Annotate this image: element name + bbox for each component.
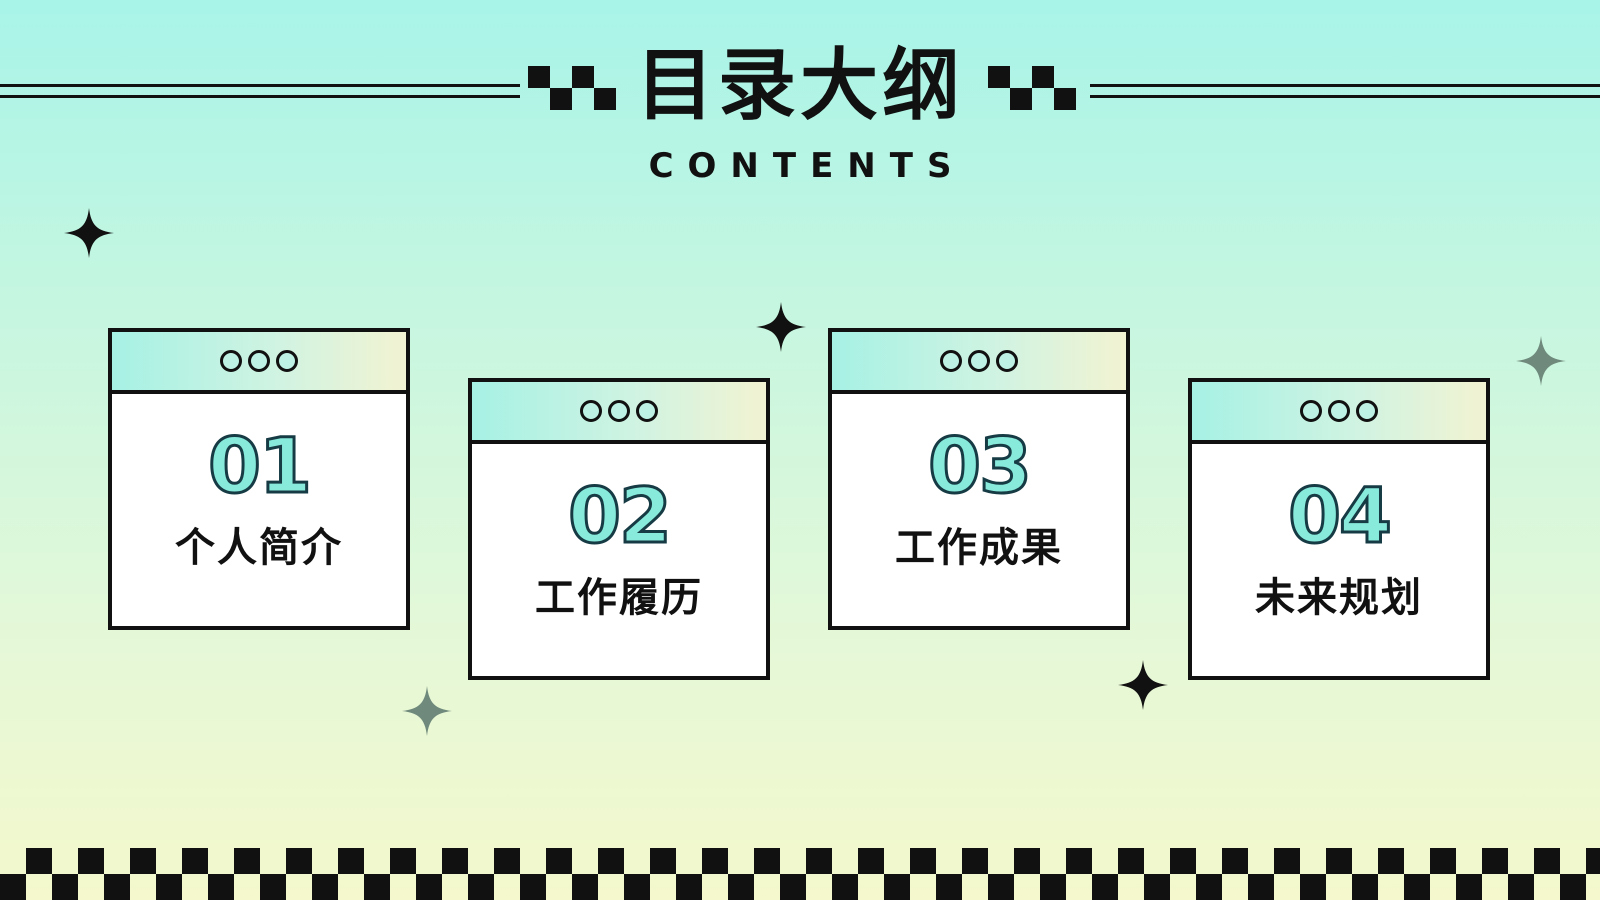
- card-label: 工作成果: [895, 525, 1063, 571]
- sparkle-icon: [1516, 336, 1566, 386]
- sparkle-icon: [64, 208, 114, 258]
- window-dot-icon: [636, 400, 658, 422]
- card-number: 04: [1287, 471, 1394, 560]
- page-title: 目录大纲: [635, 41, 964, 131]
- card-number: 02: [567, 471, 674, 560]
- contents-card-1[interactable]: 01 个人简介: [108, 328, 410, 630]
- window-dot-icon: [276, 350, 298, 372]
- window-dot-icon: [580, 400, 602, 422]
- window-dot-icon: [996, 350, 1018, 372]
- card-number: 03: [927, 421, 1034, 510]
- card-titlebar: [112, 332, 406, 394]
- contents-card-4[interactable]: 04 未来规划: [1188, 378, 1490, 680]
- sparkle-icon: [402, 686, 452, 736]
- window-dot-icon: [220, 350, 242, 372]
- checker-ornament-right: [988, 66, 1076, 110]
- card-titlebar: [472, 382, 766, 444]
- contents-card-2[interactable]: 02 工作履历: [468, 378, 770, 680]
- window-dot-icon: [608, 400, 630, 422]
- contents-card-3[interactable]: 03 工作成果: [828, 328, 1130, 630]
- sparkle-icon: [756, 302, 806, 352]
- card-titlebar: [1192, 382, 1486, 444]
- card-label: 未来规划: [1255, 575, 1423, 621]
- card-titlebar: [832, 332, 1126, 394]
- checker-ornament-left: [528, 66, 616, 110]
- header-rule-right: [1090, 84, 1600, 98]
- sparkle-icon: [1118, 660, 1168, 710]
- card-label: 个人简介: [175, 525, 343, 571]
- page-subtitle: CONTENTS: [648, 146, 966, 186]
- header-rule-left: [0, 84, 520, 98]
- window-dot-icon: [968, 350, 990, 372]
- window-dot-icon: [940, 350, 962, 372]
- card-number: 01: [207, 421, 314, 510]
- window-dot-icon: [248, 350, 270, 372]
- window-dot-icon: [1300, 400, 1322, 422]
- checkerboard-border: [0, 848, 1600, 900]
- window-dot-icon: [1328, 400, 1350, 422]
- card-label: 工作履历: [535, 575, 703, 621]
- window-dot-icon: [1356, 400, 1378, 422]
